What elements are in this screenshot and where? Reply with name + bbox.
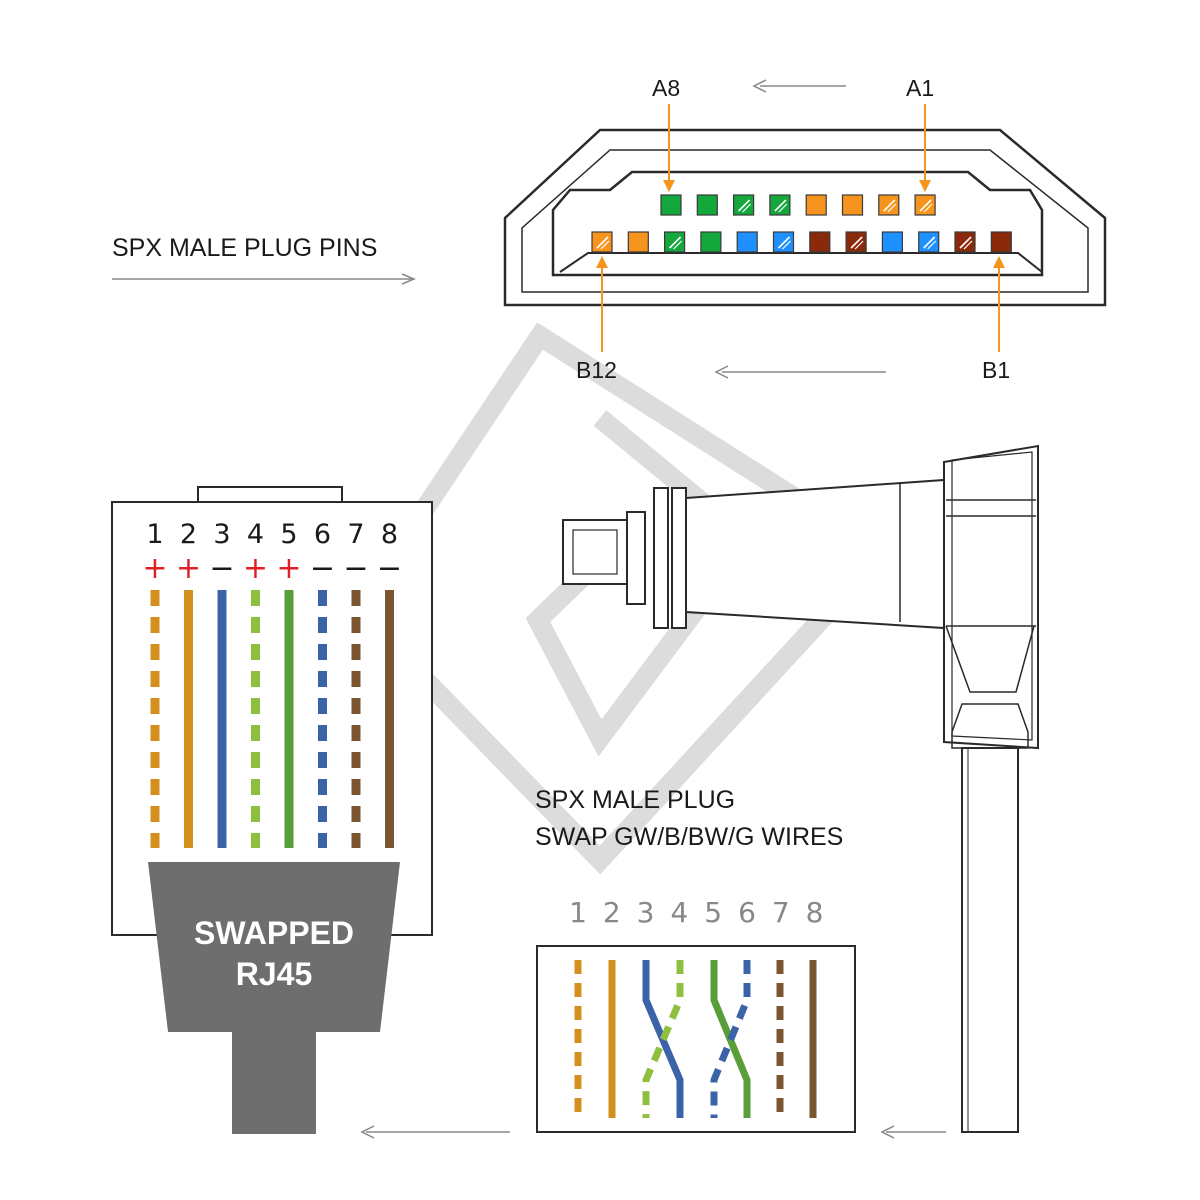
swap-pin-number-2: 2 (603, 896, 621, 929)
rj45-pin-number-8: 8 (381, 519, 398, 550)
rj45-pin-sign-4: + (243, 551, 268, 586)
rj45-pin-number-7: 7 (347, 519, 364, 550)
pin-b-5 (736, 231, 758, 253)
swap-title-line1: SPX MALE PLUG (535, 786, 735, 814)
rj45-pin-number-5: 5 (280, 519, 297, 550)
rj45-pin-sign-3: − (209, 551, 234, 586)
label-b1: B1 (982, 357, 1010, 383)
pins-title-arrow (112, 273, 416, 285)
direction-arrow-rj45 (360, 1125, 510, 1139)
label-b12: B12 (576, 357, 617, 383)
swap-pin-number-6: 6 (738, 896, 756, 929)
rj45-pin-sign-7: − (343, 551, 368, 586)
pin-b-8 (845, 231, 867, 253)
swap-pin-number-7: 7 (772, 896, 790, 929)
pin-a-1 (660, 194, 682, 216)
spx-plug-drawing (562, 444, 1039, 1133)
callout-lines (596, 104, 1005, 352)
label-a8: A8 (652, 75, 680, 101)
pin-b-1 (591, 231, 613, 253)
swap-title-line2: SWAP GW/B/BW/G WIRES (535, 823, 843, 851)
label-a1: A1 (906, 75, 934, 101)
rj45-pin-number-1: 1 (146, 519, 163, 550)
pin-b-2 (627, 231, 649, 253)
swap-wires (574, 960, 817, 1118)
pins-title: SPX MALE PLUG PINS (112, 234, 377, 262)
swap-pin-number-4: 4 (670, 896, 688, 929)
swap-pin-number-1: 1 (569, 896, 587, 929)
direction-arrow-swap (880, 1125, 946, 1139)
pin-b-4 (700, 231, 722, 253)
rj45-pin-number-4: 4 (247, 519, 264, 550)
pin-row-a (660, 194, 936, 216)
swap-wire-4 (642, 960, 684, 1118)
rj45-pin-wires: 1+2+3−4+5+6−7−8− (142, 519, 402, 848)
rj45-pin-sign-2: + (176, 551, 201, 586)
pin-a-2 (696, 194, 718, 216)
swap-pin-number-5: 5 (704, 896, 722, 929)
swap-wire-6 (710, 960, 751, 1118)
rj45-title-line2: RJ45 (236, 956, 313, 992)
rj45-pin-sign-1: + (142, 551, 167, 586)
swap-box (536, 945, 856, 1133)
swap-pin-number-3: 3 (637, 896, 655, 929)
pin-a-3 (732, 194, 755, 216)
rj45-pin-sign-5: + (276, 551, 301, 586)
rj45-pin-number-6: 6 (314, 519, 331, 550)
rj45-pin-number-3: 3 (213, 519, 230, 550)
pin-a-7 (878, 194, 900, 216)
direction-arrow-bottom (714, 365, 886, 379)
swap-pin-number-8: 8 (806, 896, 824, 929)
pin-b-10 (918, 231, 940, 253)
rj45-title-line1: SWAPPED (194, 915, 354, 951)
pin-b-3 (663, 231, 686, 253)
swap-wire-3 (642, 960, 684, 1118)
pin-b-9 (881, 231, 904, 253)
pin-b-12 (990, 231, 1012, 253)
pin-b-6 (772, 231, 795, 253)
pin-b-7 (809, 231, 831, 253)
pin-a-4 (769, 194, 791, 216)
pin-a-6 (841, 194, 864, 216)
rj45-pin-sign-6: − (310, 551, 335, 586)
pin-b-11 (954, 231, 976, 253)
rj45-pin-number-2: 2 (180, 519, 197, 550)
rj45-plug (111, 486, 433, 1134)
pin-row-b (591, 231, 1012, 253)
connector-face (503, 128, 1107, 307)
direction-arrow-top (752, 79, 846, 93)
pin-a-8 (914, 194, 936, 216)
swap-wire-5 (710, 960, 751, 1118)
pin-a-5 (805, 194, 827, 216)
rj45-pin-sign-8: − (377, 551, 402, 586)
